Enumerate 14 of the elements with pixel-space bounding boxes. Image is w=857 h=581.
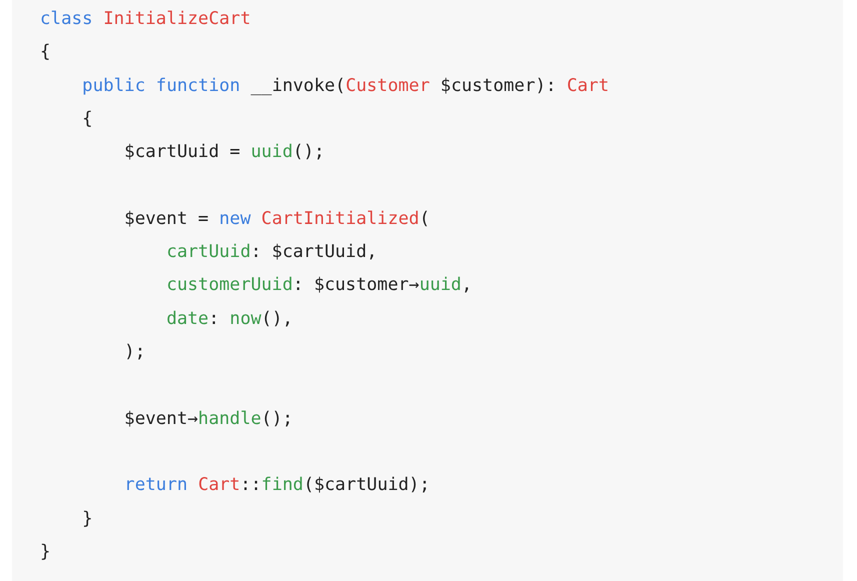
code-line: class InitializeCart: [40, 8, 251, 31]
code-line: $event = new CartInitialized(: [123, 208, 430, 231]
code-line: {: [40, 41, 51, 64]
code-line: customerUuid: $customer→uuid,: [165, 274, 472, 298]
code-line: $cartUuid = uuid();: [123, 141, 324, 164]
code-line: }: [40, 540, 51, 564]
code-line: date: now(),: [165, 308, 293, 331]
code-line: public function __invoke(Customer $customer): Cart: [81, 74, 609, 98]
code-line: $event→handle();: [123, 408, 293, 431]
code-line: );: [123, 341, 146, 364]
code-line: {: [81, 108, 93, 131]
code-line: }: [81, 508, 93, 530]
code-line: return Cart::find($cartUuid);: [123, 474, 430, 498]
code-line: cartUuid: $cartUuid,: [165, 241, 378, 264]
